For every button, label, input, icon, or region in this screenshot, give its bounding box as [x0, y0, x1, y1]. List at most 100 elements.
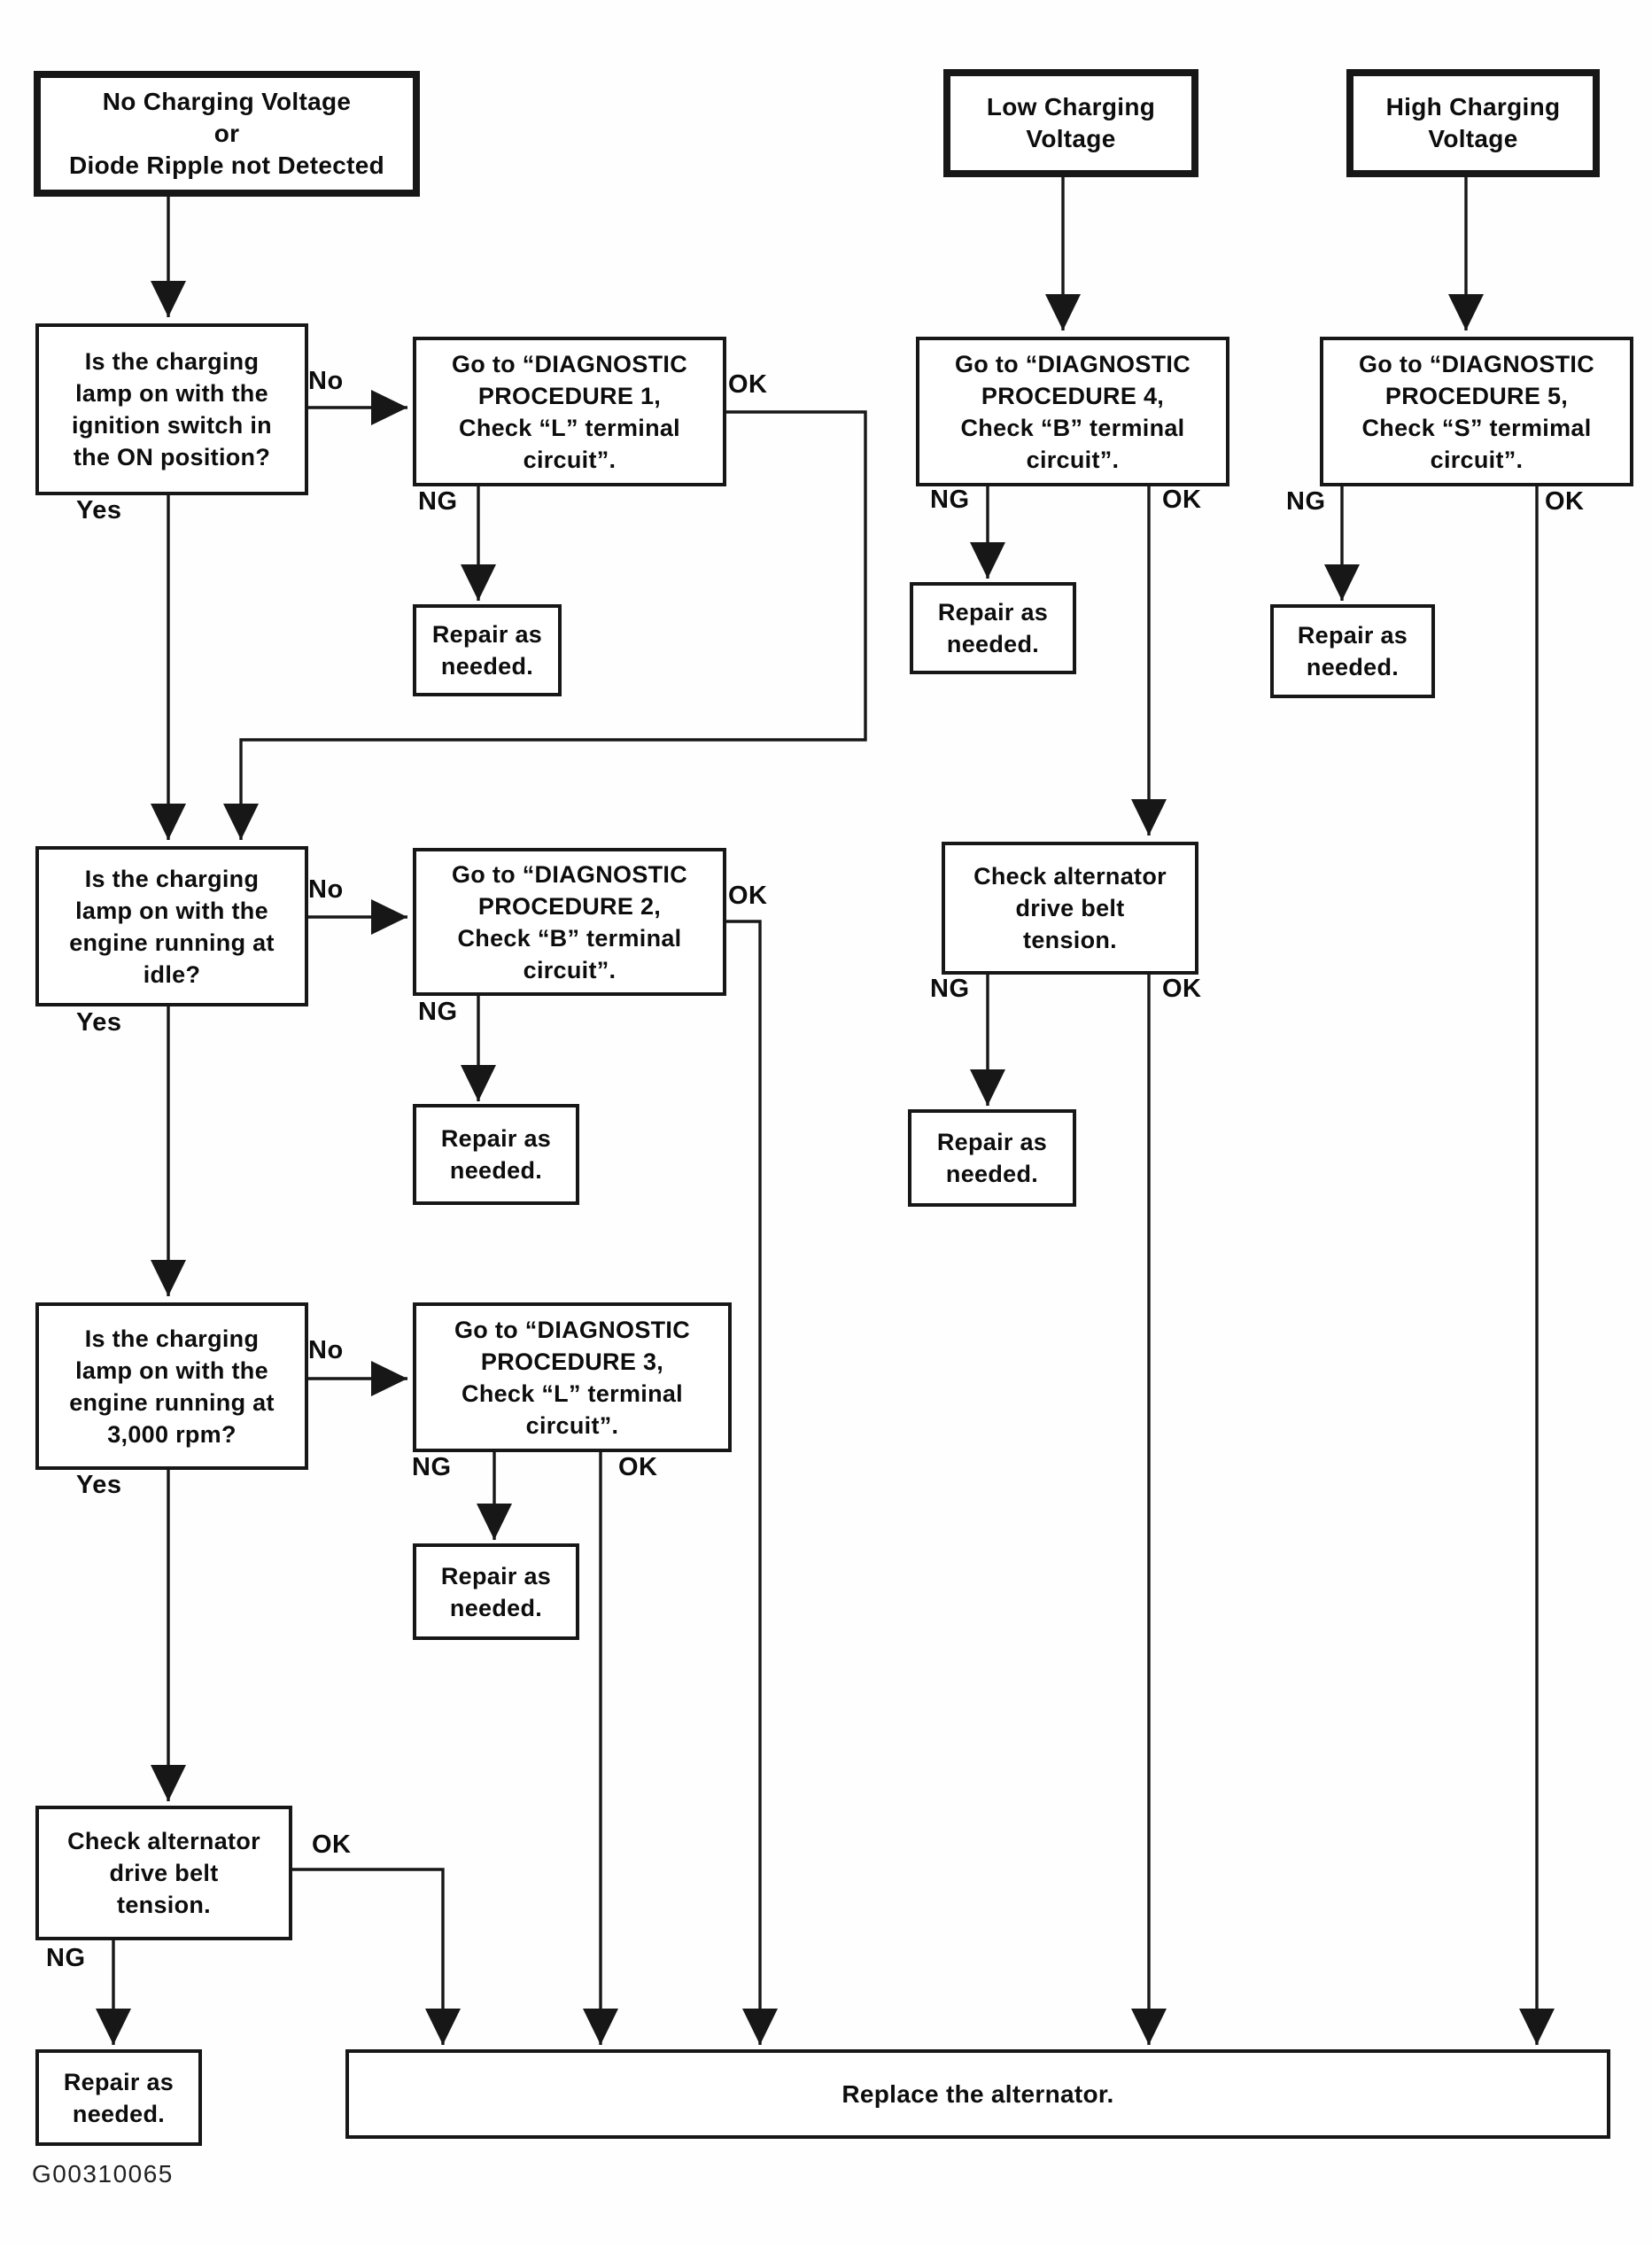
node-text-line: Repair as — [431, 621, 543, 648]
node-text-line: Check “L” terminal — [461, 1379, 683, 1407]
node-text-line: Check “S” termimal — [1361, 414, 1592, 441]
node-text-line: circuit”. — [523, 446, 617, 473]
edge-label-q1-no: No — [308, 367, 344, 395]
node-text-line: engine running at — [69, 1388, 275, 1416]
edge-label-q3-yes: Yes — [76, 1471, 122, 1499]
node-question-lamp-3000rpm: Is the charging lamp on with the engine … — [35, 1302, 308, 1470]
node-text-line: Go to “DIAGNOSTIC — [451, 350, 688, 377]
node-start-high-charging: High Charging Voltage — [1346, 69, 1600, 177]
edge-label-p1-ng: NG — [418, 487, 458, 516]
node-text-line: drive belt — [1015, 895, 1125, 921]
edge-label-q1-yes: Yes — [76, 496, 122, 525]
node-text-line: Voltage — [1428, 125, 1518, 152]
node-procedure-4: Go to “DIAGNOSTIC PROCEDURE 4, Check “B”… — [916, 337, 1229, 486]
node-procedure-3: Go to “DIAGNOSTIC PROCEDURE 3, Check “L”… — [413, 1302, 732, 1452]
node-text-line: tension. — [117, 1892, 211, 1918]
node-text-line: ignition switch in — [72, 412, 272, 439]
node-text-line: lamp on with the — [75, 1356, 268, 1384]
edge-label-p5-ok: OK — [1545, 487, 1585, 516]
node-text-line: lamp on with the — [75, 380, 268, 407]
edge-label-beltleft-ng: NG — [46, 1944, 86, 1972]
node-text-line: engine running at — [69, 929, 275, 956]
node-text-line: or — [213, 120, 240, 147]
edge-label-p3-ok: OK — [618, 1453, 658, 1481]
edge-label-p5-ng: NG — [1286, 487, 1326, 516]
node-start-no-charging: No Charging Voltage or Diode Ripple not … — [34, 71, 420, 197]
node-text-line: needed. — [449, 1594, 543, 1621]
node-text-line: Go to “DIAGNOSTIC — [954, 350, 1191, 377]
node-repair-7: Repair as needed. — [35, 2049, 202, 2146]
node-text-line: PROCEDURE 5, — [1384, 382, 1569, 409]
node-text-line: Check “L” terminal — [459, 414, 680, 441]
node-text-line: lamp on with the — [75, 897, 268, 924]
node-text-line: Repair as — [937, 599, 1049, 626]
node-text-line: Check “B” terminal — [960, 414, 1185, 441]
node-text-line: the ON position? — [73, 444, 271, 470]
node-text-line: Check “B” terminal — [457, 924, 682, 952]
node-text-line: High Charging — [1385, 93, 1561, 120]
node-start-low-charging: Low Charging Voltage — [943, 69, 1198, 177]
edge-label-p4-ok: OK — [1162, 486, 1202, 514]
edge-label-p3-ng: NG — [412, 1453, 452, 1481]
node-text-line: Repair as — [440, 1125, 552, 1152]
connector-beltleft-ok-replace — [286, 1868, 461, 2045]
node-text-line: tension. — [1023, 927, 1117, 953]
node-text-line: PROCEDURE 1, — [477, 382, 662, 409]
node-text-line: Voltage — [1026, 125, 1116, 152]
node-text-line: Low Charging — [986, 93, 1156, 120]
node-text-line: Check alternator — [67, 1828, 260, 1854]
node-text-line: Repair as — [1297, 622, 1408, 649]
node-text-line: Replace the alternator. — [842, 2079, 1114, 2108]
node-text-line: needed. — [945, 1161, 1039, 1187]
node-repair-5: Repair as needed. — [1270, 604, 1435, 698]
edge-label-p1-ok: OK — [728, 370, 768, 399]
edge-label-beltmid-ng: NG — [930, 975, 970, 1003]
node-text-line: drive belt — [109, 1860, 219, 1886]
node-text-line: idle? — [143, 960, 201, 988]
node-text-line: needed. — [946, 631, 1040, 657]
node-procedure-5: Go to “DIAGNOSTIC PROCEDURE 5, Check “S”… — [1320, 337, 1633, 486]
node-repair-2: Repair as needed. — [413, 1104, 579, 1205]
node-question-lamp-ignition-on: Is the charging lamp on with the ignitio… — [35, 323, 308, 495]
node-text-line: needed. — [72, 2100, 166, 2127]
node-repair-4: Repair as needed. — [910, 582, 1076, 674]
node-text-line: needed. — [440, 653, 534, 680]
node-text-line: circuit”. — [1026, 446, 1120, 473]
node-text-line: Repair as — [63, 2068, 175, 2095]
node-text-line: circuit”. — [523, 956, 617, 983]
edge-label-beltleft-ok: OK — [312, 1830, 352, 1859]
node-text-line: 3,000 rpm? — [107, 1420, 237, 1448]
node-text-line: Is the charging — [84, 348, 260, 375]
node-check-belt-tension-mid: Check alternator drive belt tension. — [942, 842, 1198, 975]
node-text-line: PROCEDURE 2, — [477, 892, 662, 920]
edge-label-p4-ng: NG — [930, 486, 970, 514]
node-procedure-1: Go to “DIAGNOSTIC PROCEDURE 1, Check “L”… — [413, 337, 726, 486]
node-text-line: Go to “DIAGNOSTIC — [1358, 350, 1595, 377]
node-replace-alternator: Replace the alternator. — [345, 2049, 1610, 2139]
node-text-line: circuit”. — [525, 1411, 619, 1439]
node-text-line: Go to “DIAGNOSTIC — [451, 860, 688, 888]
node-text-line: PROCEDURE 3, — [480, 1348, 664, 1375]
node-text-line: PROCEDURE 4, — [981, 382, 1165, 409]
node-text-line: Is the charging — [84, 865, 260, 892]
figure-id: G00310065 — [32, 2160, 174, 2188]
node-repair-6: Repair as needed. — [908, 1109, 1076, 1207]
node-text-line: Diode Ripple not Detected — [69, 152, 384, 179]
node-repair-1: Repair as needed. — [413, 604, 562, 696]
node-text-line: Go to “DIAGNOSTIC — [454, 1316, 691, 1343]
connector-p1-ok-q2 — [223, 410, 867, 840]
edge-label-p2-ok: OK — [728, 882, 768, 910]
node-repair-3: Repair as needed. — [413, 1543, 579, 1640]
node-text-line: needed. — [1306, 654, 1400, 680]
node-text-line: Repair as — [936, 1129, 1048, 1155]
node-text-line: needed. — [449, 1157, 543, 1184]
node-question-lamp-idle: Is the charging lamp on with the engine … — [35, 846, 308, 1006]
node-text-line: No Charging Voltage — [102, 88, 352, 115]
edge-label-beltmid-ok: OK — [1162, 975, 1202, 1003]
node-text-line: Is the charging — [84, 1325, 260, 1352]
edge-label-q2-yes: Yes — [76, 1008, 122, 1037]
node-text-line: Check alternator — [973, 863, 1167, 890]
edge-label-q2-no: No — [308, 875, 344, 904]
